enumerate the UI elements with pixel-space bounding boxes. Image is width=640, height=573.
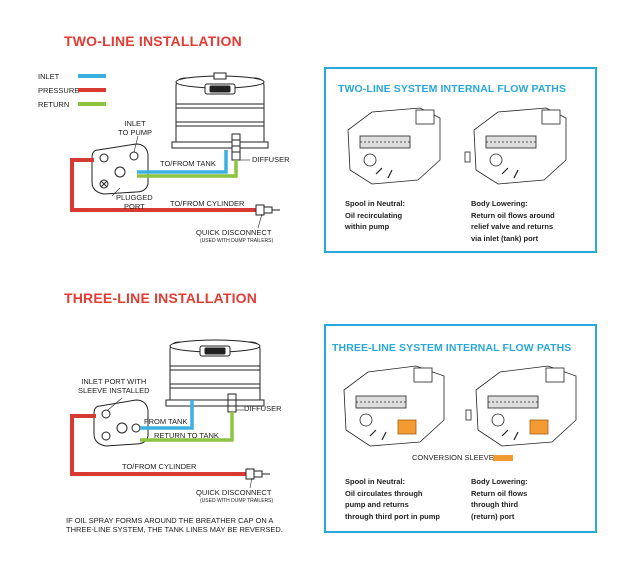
return-line [137, 160, 238, 178]
diffuser-label: DIFFUSER [244, 404, 282, 413]
to-from-cylinder-label: TO/FROM CYLINDER [170, 199, 245, 208]
quick-disconnect-label: QUICK DISCONNECT [196, 228, 272, 237]
conversion-sleeve-swatch [493, 455, 513, 461]
three-line-title: THREE-LINE INSTALLATION [64, 290, 258, 306]
conversion-sleeve-label: CONVERSION SLEEVE [412, 453, 494, 462]
legend-inlet-swatch [78, 74, 106, 78]
dump-trailers-note: (USED WITH DUMP TRAILERS) [200, 238, 274, 244]
legend-pressure-label: PRESSURE [38, 86, 80, 95]
two-line-lowering-caption: Body Lowering: Return oil flows around r… [471, 199, 555, 243]
legend-return-swatch [78, 102, 106, 106]
pump-cutaway-neutral-icon [347, 107, 441, 185]
legend-return-label: RETURN [38, 100, 70, 109]
inlet-line [140, 400, 194, 430]
pump-cutaway-lowering-icon [465, 365, 577, 447]
legend-pressure-swatch [78, 88, 106, 92]
pump-cutaway-neutral-icon [343, 365, 445, 447]
inlet-port-sleeve-label: INLET PORT WITH SLEEVE INSTALLED [78, 377, 150, 395]
return-line [140, 412, 234, 442]
three-line-warning-note: IF OIL SPRAY FORMS AROUND THE BREATHER C… [66, 516, 283, 535]
return-to-tank-label: RETURN TO TANK [154, 431, 219, 440]
two-line-title: TWO-LINE INSTALLATION [64, 33, 242, 49]
pump-body-icon [93, 399, 149, 447]
pump-cutaway-lowering-icon [464, 107, 567, 185]
three-line-panel-title: THREE-LINE SYSTEM INTERNAL FLOW PATHS [332, 342, 572, 354]
to-from-cylinder-label: TO/FROM CYLINDER [122, 462, 197, 471]
to-from-tank-label: TO/FROM TANK [160, 159, 216, 168]
quick-disconnect-icon [255, 204, 280, 216]
three-line-neutral-caption: Spool in Neutral: Oil circulates through… [345, 477, 440, 521]
quick-disconnect-icon [245, 468, 270, 480]
pump-body-icon [91, 143, 149, 195]
two-line-neutral-caption: Spool in Neutral: Oil recirculating with… [345, 199, 405, 232]
inlet-to-pump-label: INLET TO PUMP [118, 119, 153, 137]
reservoir-tank-icon [165, 339, 265, 407]
quick-disconnect-label: QUICK DISCONNECT [196, 488, 272, 497]
legend-inlet-label: INLET [38, 72, 60, 81]
three-line-lowering-caption: Body Lowering: Return oil flows through … [471, 477, 528, 521]
pressure-line [70, 158, 262, 212]
two-line-panel-title: TWO-LINE SYSTEM INTERNAL FLOW PATHS [338, 83, 567, 95]
pressure-line [70, 414, 252, 476]
dump-trailers-note: (USED WITH DUMP TRAILERS) [200, 498, 274, 504]
from-tank-label: FROM TANK [144, 417, 188, 426]
reservoir-tank-icon [171, 72, 269, 149]
plugged-port-label: PLUGGED PORT [116, 193, 153, 211]
diffuser-label: DIFFUSER [252, 155, 290, 164]
inlet-line [137, 150, 228, 174]
